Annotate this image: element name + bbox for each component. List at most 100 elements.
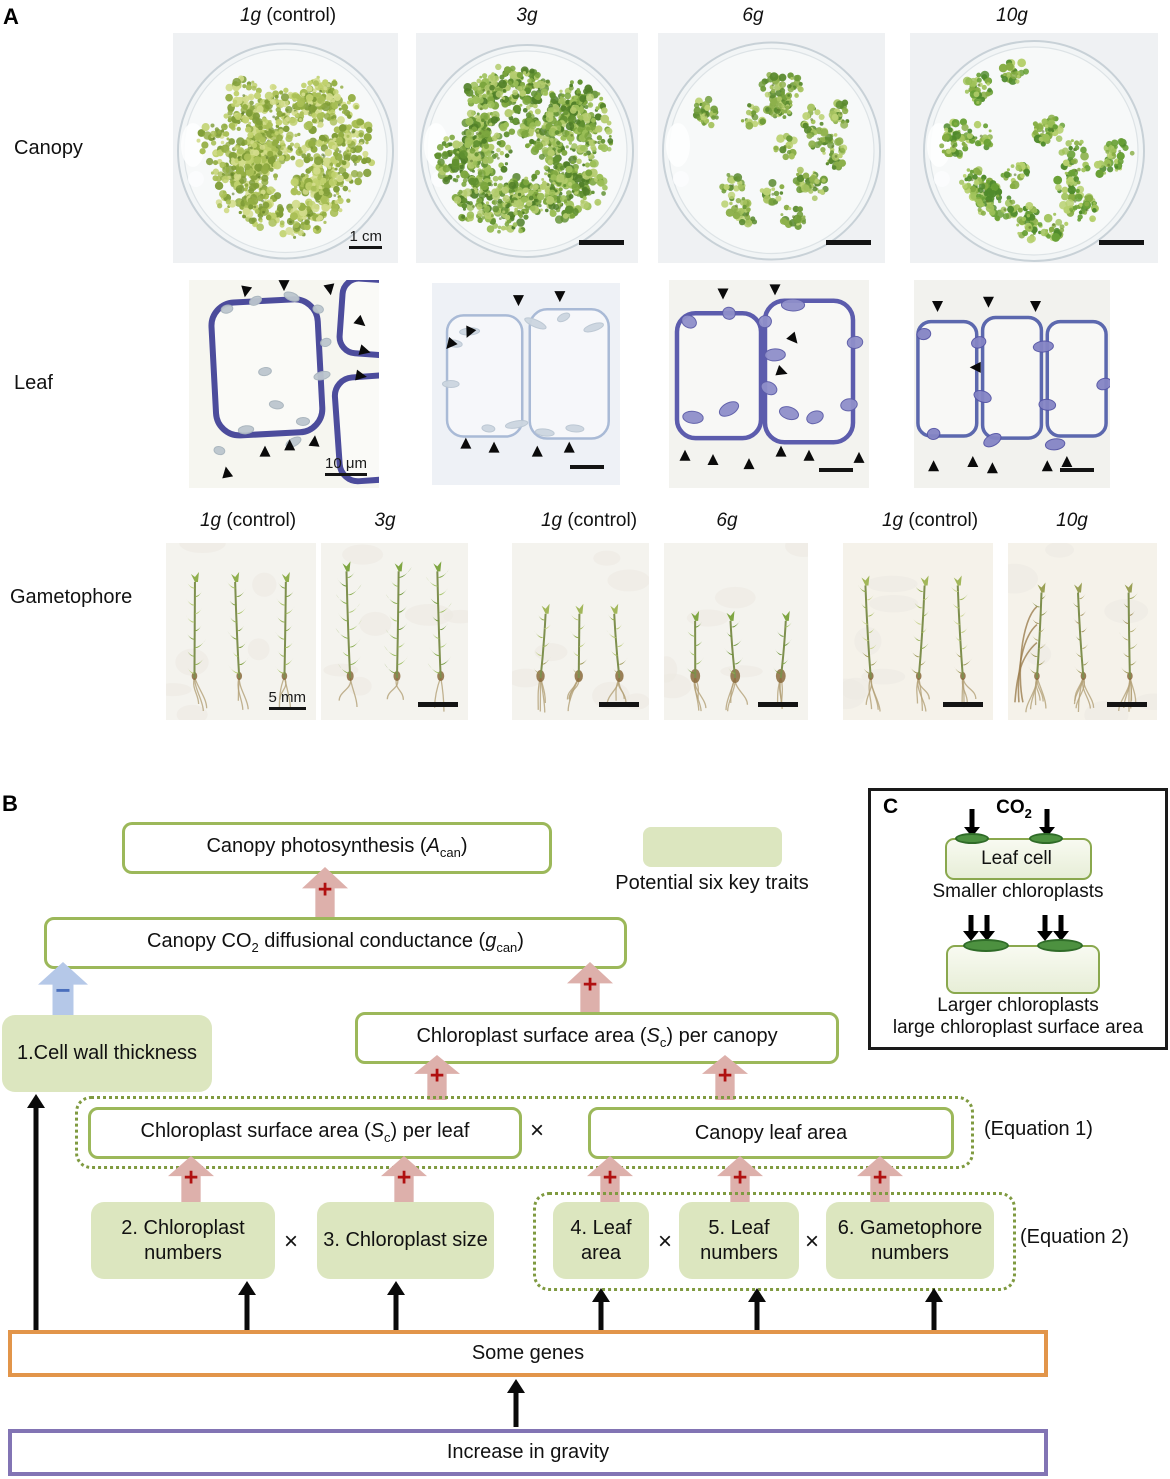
- gam-image-1: [166, 543, 316, 720]
- canopy-photo-6g: [658, 33, 885, 263]
- leaf-photo-3g: [432, 283, 620, 485]
- box-leaf-area: 4. Leaf area: [553, 1202, 649, 1279]
- scale-label: 10 μm: [325, 455, 367, 476]
- box-cell-wall-thickness: 1.Cell wall thickness: [2, 1015, 212, 1092]
- canopy-header-1g: 1g (control): [239, 5, 337, 26]
- canopy-photo-1g: 1 cm: [173, 33, 398, 263]
- scale-bar: [1060, 468, 1094, 472]
- leaf-image-3g: [432, 283, 620, 485]
- scale-bar: [418, 702, 458, 707]
- times-t45: ×: [658, 1228, 673, 1255]
- canopy-photo-3g: [416, 33, 638, 263]
- caption-larger-chloroplasts: Larger chloroplasts: [937, 995, 1099, 1016]
- gam-image-3: [512, 543, 649, 720]
- scale-bar: [1107, 702, 1147, 707]
- chloroplast-small-1: [955, 833, 989, 844]
- gam-image-6: [1008, 543, 1157, 720]
- gam-header-4: 6g: [716, 510, 738, 531]
- scale-bar: [943, 702, 983, 707]
- gene-arrow-t5: [748, 1288, 766, 1330]
- legend-label: Potential six key traits: [615, 872, 809, 894]
- canopy-header-3g: 3g: [516, 5, 538, 26]
- box-sc-per-leaf: Chloroplast surface area (Sc) per leaf: [88, 1107, 522, 1159]
- equation2-label: (Equation 2): [1020, 1226, 1129, 1248]
- chloroplast-large-1: [963, 939, 1009, 952]
- leaf-image-6g: [669, 280, 869, 488]
- box-leaf-numbers: 5. Leaf numbers: [679, 1202, 799, 1279]
- gam-header-6: 10g: [1056, 510, 1088, 531]
- box-chloroplast-size: 3. Chloroplast size: [317, 1202, 494, 1279]
- scale-bar: [826, 240, 871, 245]
- gam-photo-1: 5 mm: [166, 543, 316, 720]
- gam-image-5: [843, 543, 993, 720]
- co2-label: CO2: [996, 797, 1032, 821]
- canopy-header-10g: 10g: [996, 5, 1028, 26]
- scale-bar: [1099, 240, 1144, 245]
- gam-photo-6: [1008, 543, 1157, 720]
- leaf-photo-10g: [914, 280, 1110, 488]
- large-arrow-1: [964, 915, 978, 941]
- leaf-cell-label: Leaf cell: [981, 848, 1052, 869]
- scale-bar: [570, 465, 604, 469]
- leaf-image-1g: [189, 280, 379, 488]
- canopy-image-10g: [910, 33, 1158, 263]
- panel-c: C CO2 Leaf cell Smaller chloroplasts Lar…: [868, 788, 1168, 1050]
- plus-arrow-acan: +: [302, 867, 348, 918]
- chloroplast-large-2: [1037, 939, 1083, 952]
- gam-image-4: [664, 543, 808, 720]
- gene-arrow-t6: [925, 1288, 943, 1330]
- gam-photo-4: [664, 543, 808, 720]
- gene-arrow-t2: [238, 1281, 256, 1330]
- equation2-group: [533, 1192, 1016, 1291]
- large-arrow-4: [1054, 915, 1068, 941]
- equation1-label: (Equation 1): [984, 1118, 1093, 1140]
- box-canopy-co2-conductance: Canopy CO2 diffusional conductance (gcan…: [44, 917, 627, 969]
- box-chloroplast-numbers: 2. Chloroplast numbers: [91, 1202, 275, 1279]
- row-label-leaf: Leaf: [14, 372, 53, 394]
- legend-swatch: [643, 827, 782, 867]
- canopy-image-3g: [416, 33, 638, 263]
- row-label-canopy: Canopy: [14, 137, 83, 159]
- leaf-image-10g: [914, 280, 1110, 488]
- minus-arrow-cellwall: −: [38, 962, 88, 1016]
- gam-header-2: 3g: [374, 510, 396, 531]
- gam-header-5: 1g (control): [881, 510, 979, 531]
- chloroplast-small-2: [1029, 833, 1063, 844]
- caption-large-surface-area: large chloroplast surface area: [892, 1017, 1144, 1038]
- gene-arrow-t3: [387, 1281, 405, 1330]
- box-some-genes: Some genes: [8, 1330, 1048, 1377]
- scale-bar: [758, 702, 798, 707]
- box-gametophore-numbers: 6. Gametophore numbers: [826, 1202, 994, 1279]
- scale-label: 5 mm: [268, 689, 306, 710]
- leaf-cell-small: [945, 838, 1092, 880]
- leaf-photo-1g: 10 μm: [189, 280, 379, 488]
- leaf-cell-large: [946, 945, 1100, 994]
- gravity-arrow: [507, 1379, 525, 1427]
- panel-a-label: A: [3, 4, 19, 29]
- gam-photo-2: [321, 543, 468, 720]
- scale-bar: [579, 240, 624, 245]
- gam-photo-3: [512, 543, 649, 720]
- box-canopy-leaf-area: Canopy leaf area: [588, 1107, 954, 1159]
- canopy-image-6g: [658, 33, 885, 263]
- row-label-gametophore: Gametophore: [10, 586, 133, 608]
- leaf-photo-6g: [669, 280, 869, 488]
- large-arrow-2: [980, 915, 994, 941]
- times-eq1: ×: [530, 1117, 545, 1144]
- panel-c-label: C: [883, 795, 899, 818]
- scale-bar: [599, 702, 639, 707]
- times-t56: ×: [805, 1228, 820, 1255]
- canopy-photo-10g: [910, 33, 1158, 263]
- equation1-group: [75, 1096, 974, 1169]
- box-canopy-photosynthesis: Canopy photosynthesis (Acan): [122, 822, 552, 874]
- plus-arrow-sc-canopy: +: [567, 962, 613, 1013]
- panel-b-label: B: [2, 791, 18, 816]
- large-arrow-3: [1038, 915, 1052, 941]
- scale-label: 1 cm: [349, 228, 382, 249]
- caption-smaller-chloroplasts: Smaller chloroplasts: [932, 881, 1104, 902]
- gam-header-1: 1g (control): [199, 510, 297, 531]
- gam-image-2: [321, 543, 468, 720]
- canopy-image-1g: [173, 33, 398, 263]
- gam-photo-5: [843, 543, 993, 720]
